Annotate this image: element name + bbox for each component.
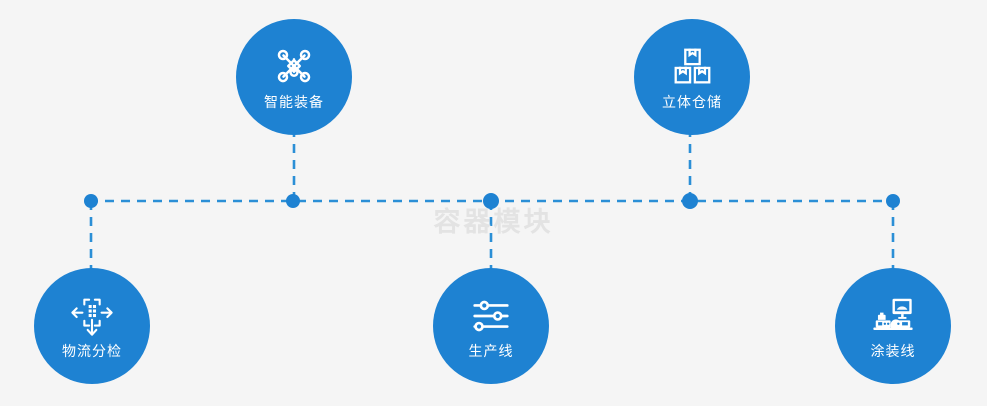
junction-dot [483, 193, 499, 209]
watermark-text: 容器模块 [433, 207, 554, 238]
junction-dot [84, 194, 98, 208]
node-production-line[interactable]: 生产线 [433, 268, 549, 384]
junction-dot [886, 194, 900, 208]
junction-dot [682, 193, 698, 209]
stacked-boxes-icon [669, 44, 715, 90]
node-intelligent-equipment[interactable]: 智能装备 [236, 19, 352, 135]
sorting-arrows-icon [69, 293, 115, 339]
node-stereoscopic-warehouse[interactable]: 立体仓储 [634, 19, 750, 135]
node-label: 智能装备 [264, 95, 324, 111]
junction-dot [286, 194, 300, 208]
node-painting-line[interactable]: 涂装线 [835, 268, 951, 384]
node-logistics-sorting[interactable]: 物流分检 [34, 268, 150, 384]
node-label: 物流分检 [62, 344, 122, 360]
paint-booth-machine-icon [870, 293, 916, 339]
node-label: 生产线 [468, 344, 514, 360]
sliders-icon [468, 293, 514, 339]
node-label: 涂装线 [870, 344, 916, 360]
network-nodes-icon [271, 44, 317, 90]
node-label: 立体仓储 [662, 95, 722, 111]
